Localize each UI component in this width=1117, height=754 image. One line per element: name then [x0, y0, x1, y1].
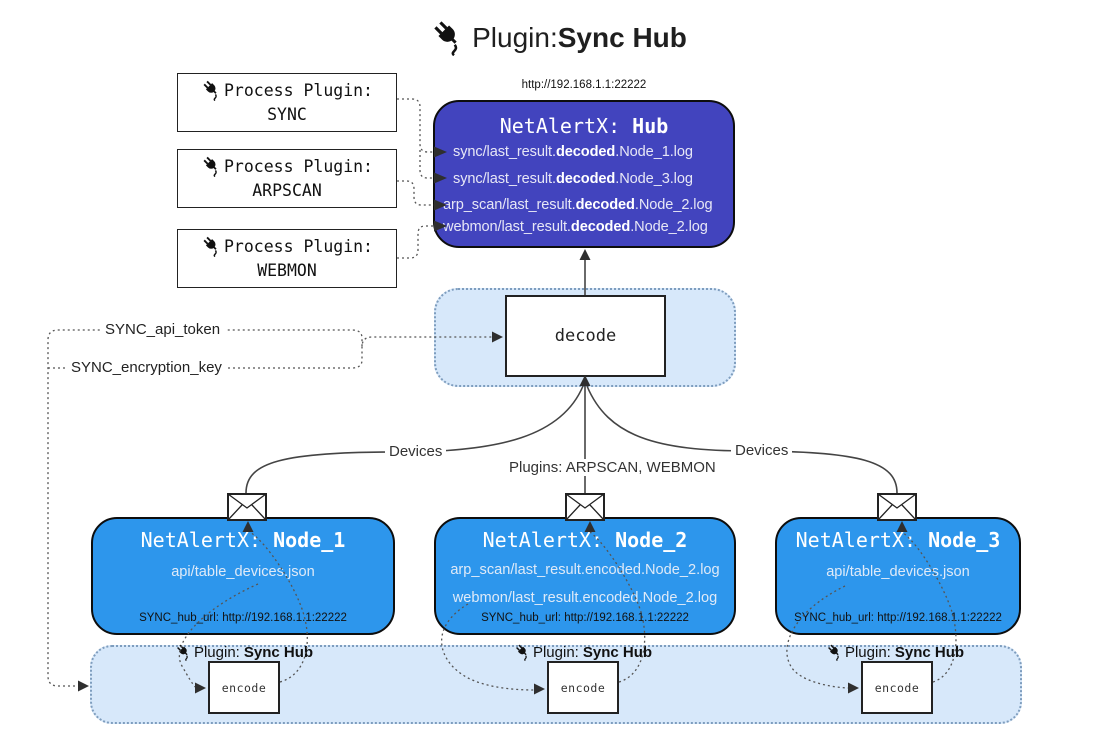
node-title: NetAlertX: Node_3 — [795, 528, 1001, 552]
node-file-label: webmon/last_result.encoded.Node_2.log — [452, 590, 718, 606]
node-hub-url-label: SYNC_hub_url: http://192.168.1.1:22222 — [139, 612, 347, 624]
process-plugin-label: Process Plugin: — [223, 80, 373, 100]
edge-webmon-to-log4 — [397, 225, 434, 259]
edge-node1-devices — [245, 385, 584, 494]
hub-url-label: http://192.168.1.1:22222 — [521, 79, 647, 91]
process-plugin-name: SYNC — [267, 104, 307, 124]
edge-node3-devices — [586, 385, 898, 494]
node-title: NetAlertX: Node_2 — [482, 528, 688, 552]
encoder-plugin-label: Plugin:Sync Hub — [800, 644, 990, 661]
page-title-bold: Sync Hub — [557, 22, 687, 53]
process-plugin-box-arpscan: Process Plugin: ARPSCAN — [177, 149, 397, 208]
plug-icon — [514, 644, 531, 661]
encode-box: encode — [547, 661, 619, 714]
plug-icon — [175, 644, 192, 661]
plug-icon — [826, 644, 843, 661]
process-plugin-label: Process Plugin: — [223, 156, 373, 176]
node-hub-url-label: SYNC_hub_url: http://192.168.1.1:22222 — [481, 612, 689, 624]
encode-label: encode — [560, 680, 606, 695]
plug-icon — [201, 80, 222, 101]
encode-box: encode — [861, 661, 933, 714]
plug-icon — [430, 20, 466, 56]
node-box-node-1: NetAlertX: Node_1 api/table_devices.json… — [91, 517, 395, 635]
node-title: NetAlertX: Node_1 — [140, 528, 346, 552]
hub-title: NetAlertX: Hub — [435, 114, 733, 138]
plug-icon — [201, 156, 222, 177]
sync-encryption-key-label: SYNC_encryption_key — [66, 359, 227, 376]
envelope-icon — [565, 493, 605, 521]
node-hub-url-label: SYNC_hub_url: http://192.168.1.1:22222 — [794, 612, 1002, 624]
process-plugin-box-sync: Process Plugin: SYNC — [177, 73, 397, 132]
envelope-icon — [227, 493, 267, 521]
encode-label: encode — [221, 680, 267, 695]
decode-box: decode — [505, 295, 666, 377]
sync-api-token-label: SYNC_api_token — [100, 321, 226, 338]
process-plugin-name: ARPSCAN — [252, 180, 322, 200]
devices-edge-label: Devices — [385, 443, 447, 460]
process-plugin-label: Process Plugin: — [223, 236, 373, 256]
plugins-edge-label: Plugins: ARPSCAN, WEBMON — [505, 459, 720, 476]
encoder-plugin-label: Plugin:Sync Hub — [149, 644, 339, 661]
node-file-label: api/table_devices.json — [826, 564, 970, 580]
plug-icon — [201, 236, 222, 257]
edge-sync-to-log2 — [419, 150, 434, 179]
hub-log-line: sync/last_result.decoded.Node_1.log — [453, 144, 693, 160]
edge-sync-to-log1 — [397, 98, 434, 153]
encode-label: encode — [874, 680, 920, 695]
hub-title-bold: Hub — [632, 114, 669, 138]
page-title-prefix: Plugin: — [472, 22, 558, 53]
hub-log-line: arp_scan/last_result.decoded.Node_2.log — [443, 197, 713, 213]
decode-label: decode — [554, 326, 617, 346]
node-box-node-2: NetAlertX: Node_2 arp_scan/last_result.e… — [434, 517, 736, 635]
hub-log-line: webmon/last_result.decoded.Node_2.log — [443, 219, 708, 235]
hub-log-line: sync/last_result.decoded.Node_3.log — [453, 171, 693, 187]
node-file-label: api/table_devices.json — [171, 564, 315, 580]
devices-edge-label: Devices — [731, 442, 793, 459]
hub-title-prefix: NetAlertX: — [499, 114, 633, 138]
edge-arpscan-to-log3 — [397, 180, 434, 206]
page-title: Plugin: Sync Hub — [0, 16, 1117, 60]
hub-box: NetAlertX: Hub sync/last_result.decoded.… — [433, 100, 735, 248]
encode-box: encode — [208, 661, 280, 714]
node-file-label: arp_scan/last_result.encoded.Node_2.log — [450, 562, 720, 578]
node-box-node-3: NetAlertX: Node_3 api/table_devices.json… — [775, 517, 1021, 635]
process-plugin-name: WEBMON — [257, 260, 317, 280]
process-plugin-box-webmon: Process Plugin: WEBMON — [177, 229, 397, 288]
envelope-icon — [877, 493, 917, 521]
encoder-plugin-label: Plugin:Sync Hub — [488, 644, 678, 661]
